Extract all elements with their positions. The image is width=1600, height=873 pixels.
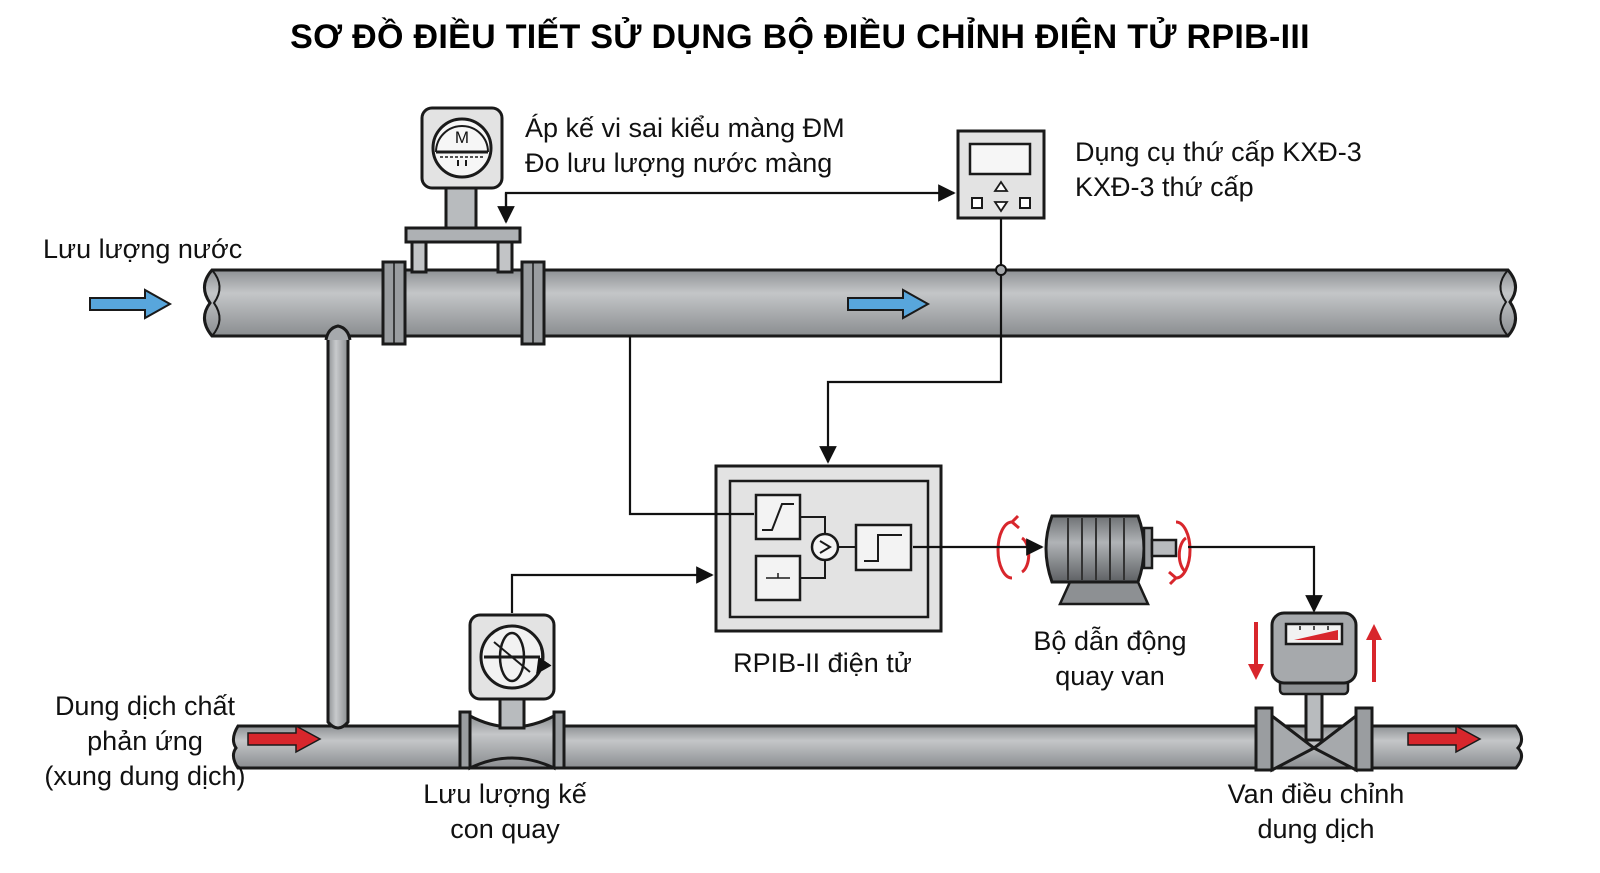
secondary-instrument-label-line2: KXĐ-3 thứ cấp [1075,172,1254,202]
rpib-regulator [714,464,943,633]
diff-manometer-label: Áp kế vi sai kiểu màng ĐM Đo lưu lượng n… [525,111,845,181]
kxd-pipe-tap [995,264,1007,276]
control-valve-label-line2: dung dịch [1257,814,1375,844]
valve-actuator-motor [996,514,1192,606]
flowmeter-label: Lưu lượng kế con quay [395,777,615,847]
signal-flowmeter-to-regulator [510,566,714,613]
diff-manometer-label-line2: Đo lưu lượng nước màng [525,148,833,178]
valve-actuator-label-line1: Bộ dẫn động [1033,626,1187,656]
flowmeter-label-line2: con quay [450,814,560,844]
reagent-solution-label-line2: phản ứng [87,726,203,756]
water-flow-label: Lưu lượng nước [43,234,243,264]
signal-manometer-to-kxd [504,184,956,222]
valve-actuator-label-line2: quay van [1055,661,1165,691]
signal-motor-to-valve [1188,545,1323,613]
rotary-flowmeter [458,613,566,771]
flowmeter-label-line1: Lưu lượng kế [423,779,587,809]
page-title: SƠ ĐỒ ĐIỀU TIẾT SỬ DỤNG BỘ ĐIỀU CHỈNH ĐI… [290,18,1310,56]
manometer-letter: M [455,128,469,147]
orifice-flange-right [520,260,546,346]
reagent-solution-label-line3: (xung dung dịch) [44,761,246,791]
secondary-instrument-label: Dụng cụ thứ cấp KXĐ-3 KXĐ-3 thứ cấp [1075,135,1362,205]
reagent-solution-label-line1: Dung dịch chất [54,691,236,721]
signal-lines [497,184,1323,613]
reagent-solution-label: Dung dịch chất phản ứng (xung dung dịch) [20,689,270,794]
diff-manometer: M [404,106,522,274]
signal-pipe-to-regulator [628,336,754,516]
water-flow-arrow [847,288,931,320]
control-valve-label-line1: Van điều chỉnh [1227,779,1405,809]
solution-outlet-arrow [1407,724,1482,754]
orifice-flange-left [381,260,407,346]
secondary-instrument [956,129,1046,220]
valve-actuator-label: Bộ dẫn động quay van [1010,624,1210,694]
water-inlet-arrow [89,288,173,320]
control-valve-label: Van điều chỉnh dung dịch [1206,777,1426,847]
signal-kxd-to-regulator [819,218,1003,464]
secondary-instrument-label-line1: Dụng cụ thứ cấp KXĐ-3 [1075,137,1362,167]
control-valve [1248,611,1382,773]
impulse-pipe [324,324,352,730]
diff-manometer-label-line1: Áp kế vi sai kiểu màng ĐM [525,113,845,143]
regulator-label: RPIB-II điện tử [733,648,912,678]
solution-inlet-arrow [247,724,322,754]
